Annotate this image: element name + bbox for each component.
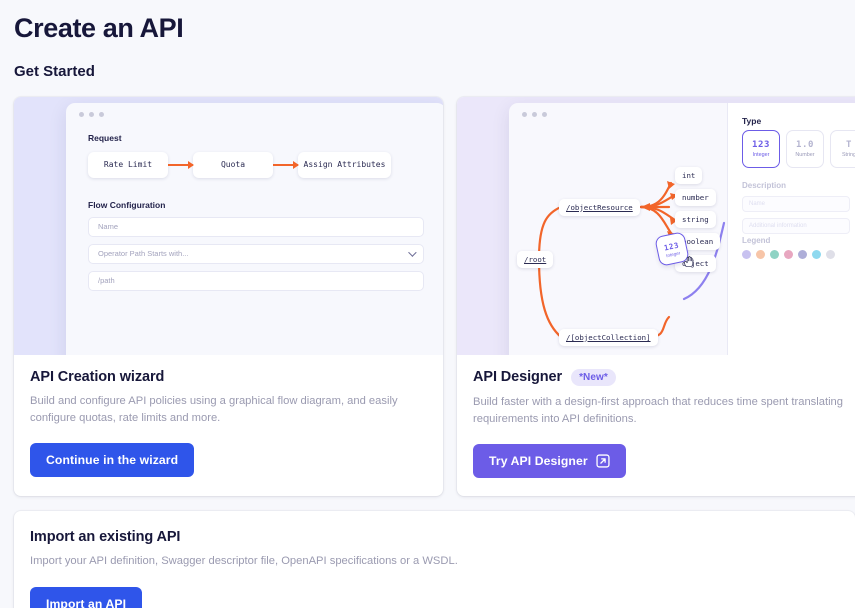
- wizard-card-description: Build and configure API policies using a…: [30, 394, 398, 425]
- flow-node-quota: Quota: [193, 151, 273, 178]
- designer-canvas: /root /objectResource /[objectCollection…: [509, 102, 855, 355]
- type-panel-label: Type: [742, 115, 762, 126]
- legend-swatch: [812, 249, 821, 259]
- operator-field-placeholder: Operator Path Starts with...: [98, 249, 189, 259]
- request-label: Request: [88, 132, 122, 143]
- type-option-number[interactable]: 1.0 Number: [786, 129, 824, 168]
- policy-flow-diagram: Rate Limit Quota Assign Attributes: [88, 151, 443, 178]
- flow-arrow-icon: [273, 160, 299, 169]
- legend-label: Legend: [742, 235, 771, 245]
- panel-divider: [727, 102, 728, 355]
- resource-node-root: /root: [517, 250, 554, 268]
- designer-card-body: API Designer *New* Build faster with a d…: [457, 355, 855, 497]
- try-api-designer-button[interactable]: Try API Designer: [473, 444, 626, 479]
- try-api-designer-label: Try API Designer: [489, 454, 588, 469]
- string-glyph-icon: T: [845, 139, 853, 150]
- get-started-card-row: Request Rate Limit Quota Assign Attribut…: [14, 96, 855, 497]
- api-designer-card[interactable]: /root /objectResource /[objectCollection…: [457, 96, 855, 497]
- description-extra-input: Additional information: [742, 217, 850, 234]
- wizard-illustration: Request Rate Limit Quota Assign Attribut…: [14, 96, 443, 355]
- legend-swatch: [756, 249, 765, 259]
- resource-node-object-collection: /[objectCollection]: [559, 328, 658, 346]
- designer-title-row: API Designer *New*: [473, 368, 853, 386]
- wizard-card-body: API Creation wizard Build and configure …: [14, 355, 443, 496]
- integer-glyph-icon: 123: [751, 139, 771, 150]
- import-an-api-label: Import an API: [46, 596, 127, 608]
- legend-swatch: [742, 249, 751, 259]
- description-name-placeholder: Name: [749, 200, 766, 207]
- type-node-number: number: [675, 188, 716, 206]
- number-glyph-icon: 1.0: [795, 139, 815, 150]
- section-heading: Get Started: [14, 62, 95, 80]
- import-api-card: Import an existing API Import your API d…: [14, 511, 855, 608]
- description-extra-placeholder: Additional information: [749, 222, 807, 229]
- api-creation-wizard-card[interactable]: Request Rate Limit Quota Assign Attribut…: [14, 96, 443, 497]
- page-title: Create an API: [14, 13, 184, 43]
- type-option-integer-label: Integer: [752, 151, 770, 158]
- description-name-input: Name: [742, 195, 850, 212]
- wizard-title-row: API Creation wizard: [30, 369, 427, 385]
- flow-configuration-label: Flow Configuration: [88, 199, 166, 210]
- type-option-string-label: String: [841, 151, 855, 158]
- new-badge: *New*: [571, 368, 616, 386]
- description-label: Description: [742, 180, 787, 190]
- wizard-card-title: API Creation wizard: [30, 368, 165, 385]
- window-dots: [509, 103, 855, 117]
- flow-arrow-icon: [168, 160, 194, 169]
- legend-swatch: [784, 249, 793, 259]
- chevron-down-icon: [408, 248, 417, 257]
- legend-swatches: [742, 249, 835, 259]
- continue-in-wizard-label: Continue in the wizard: [46, 453, 179, 468]
- name-field: Name: [88, 216, 424, 237]
- hand-cursor-icon: [684, 255, 694, 267]
- resource-node-object-resource: /objectResource: [559, 198, 640, 216]
- path-field-placeholder: /path: [98, 276, 115, 286]
- designer-mock-window: /root /objectResource /[objectCollection…: [509, 102, 855, 355]
- designer-card-title: API Designer: [473, 369, 563, 386]
- legend-swatch: [798, 249, 807, 259]
- operator-field: Operator Path Starts with...: [88, 243, 424, 264]
- type-option-list: 123 Integer 1.0 Number T String: [742, 129, 855, 168]
- flow-node-rate-limit: Rate Limit: [88, 151, 168, 178]
- flow-node-assign-attributes: Assign Attributes: [298, 151, 391, 178]
- wizard-mock-window: Request Rate Limit Quota Assign Attribut…: [66, 102, 443, 355]
- designer-card-description: Build faster with a design-first approac…: [473, 395, 844, 426]
- import-section-title: Import an existing API: [30, 529, 181, 546]
- legend-swatch: [826, 249, 835, 259]
- type-option-integer[interactable]: 123 Integer: [742, 129, 780, 168]
- external-link-icon: [596, 454, 610, 469]
- continue-in-wizard-button[interactable]: Continue in the wizard: [30, 443, 195, 478]
- type-node-string: string: [675, 210, 716, 228]
- import-an-api-button[interactable]: Import an API: [30, 586, 143, 608]
- window-dots: [66, 103, 443, 117]
- name-field-placeholder: Name: [98, 222, 119, 232]
- type-node-int: int: [675, 166, 703, 184]
- designer-illustration: /root /objectResource /[objectCollection…: [457, 96, 855, 355]
- path-field: /path: [88, 270, 424, 291]
- type-option-string[interactable]: T String: [830, 129, 855, 168]
- legend-swatch: [770, 249, 779, 259]
- type-option-number-label: Number: [795, 151, 815, 158]
- import-section-description: Import your API definition, Swagger desc…: [30, 555, 458, 568]
- type-inspector-panel: Type 123 Integer 1.0 Number: [728, 102, 855, 355]
